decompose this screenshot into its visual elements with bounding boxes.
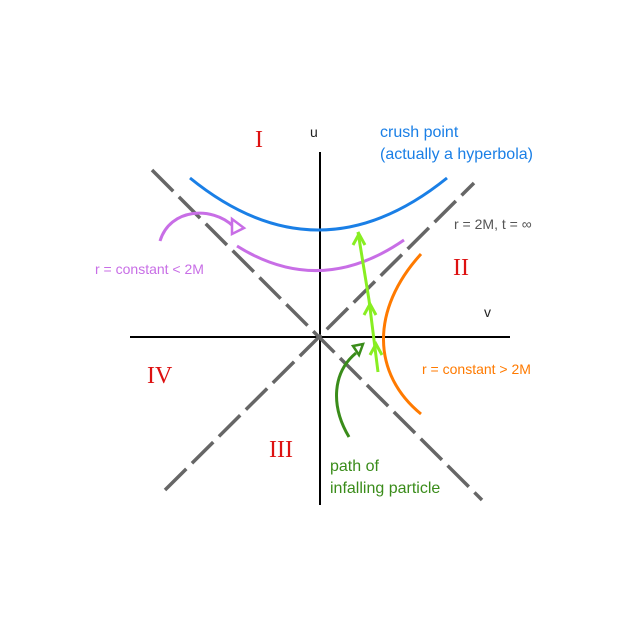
horizon-line-ascending: [163, 181, 476, 492]
u-axis-label: u: [310, 124, 318, 140]
region-i-label: I: [255, 127, 263, 153]
infalling-path-arrow: [335, 351, 357, 438]
worldline-chevron-3: [351, 230, 367, 246]
worldline-chevron-1: [368, 340, 384, 356]
region-ii-label: II: [453, 255, 469, 281]
horizon-line-descending: [150, 168, 484, 502]
infalling-path-line-2: infalling particle: [330, 480, 441, 497]
region-iv-label: IV: [147, 363, 173, 389]
horizon-label: r = 2M, t = ∞: [454, 216, 532, 232]
region-iii-label: III: [269, 437, 293, 463]
infalling-path-line-1: path of: [330, 458, 379, 475]
crush-point-line-1: crush point: [380, 124, 459, 141]
r-less-arrowhead: [230, 216, 247, 237]
r-less-than-2m-curve: [236, 238, 405, 272]
r-less-than-2m-label: r = constant < 2M: [95, 261, 204, 277]
v-axis-label: v: [484, 304, 491, 320]
crush-point-line-2: (actually a hyperbola): [380, 146, 533, 163]
crush-point-label: crush point (actually a hyperbola): [380, 122, 533, 166]
worldline-chevron-2: [362, 300, 378, 316]
r-greater-than-2m-curve: [382, 252, 423, 416]
r-less-pointer-arrow: [158, 211, 235, 242]
infalling-path-arrowhead: [350, 342, 365, 358]
infalling-path-label: path of infalling particle: [330, 456, 440, 500]
r-greater-than-2m-label: r = constant > 2M: [422, 361, 531, 377]
crush-point-hyperbola: [189, 176, 448, 232]
